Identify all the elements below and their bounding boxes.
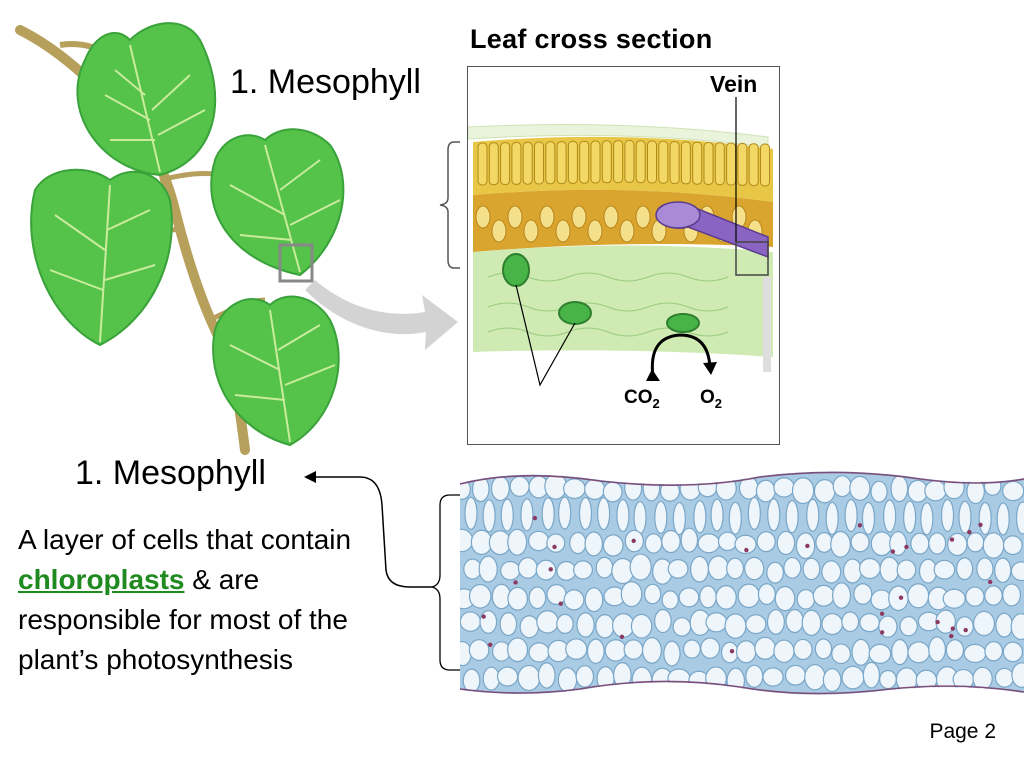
diagram-bracket [439, 141, 460, 269]
connector-arrow [304, 471, 462, 671]
mesophyll-description: A layer of cells that contain chloroplas… [18, 520, 398, 680]
diagram-title: Leaf cross section [470, 24, 713, 54]
chloroplasts-highlight: chloroplasts [18, 564, 185, 595]
leaf-branch-illustration [15, 22, 345, 455]
leaf-cross-section-diagram: Vein CO2 O2 [467, 66, 780, 445]
mesophyll-micrograph [460, 468, 1024, 708]
mesophyll-heading-top: 1. Mesophyll [230, 63, 421, 101]
page-number: Page 2 [929, 720, 996, 743]
vein-label: Vein [710, 71, 758, 97]
leaf-left [30, 168, 173, 347]
leaf-bottom [212, 295, 340, 447]
o2-label: O2 [700, 387, 723, 411]
description-text-start: A layer of cells that contain [18, 524, 352, 555]
leaf-top [76, 22, 217, 177]
leaf-center [210, 128, 345, 283]
zoom-arrow-icon [305, 280, 458, 350]
mesophyll-heading-bottom: 1. Mesophyll [75, 454, 266, 492]
co2-label: CO2 [624, 387, 660, 411]
description-text-end: & are responsible for most of the plant’… [18, 564, 348, 675]
